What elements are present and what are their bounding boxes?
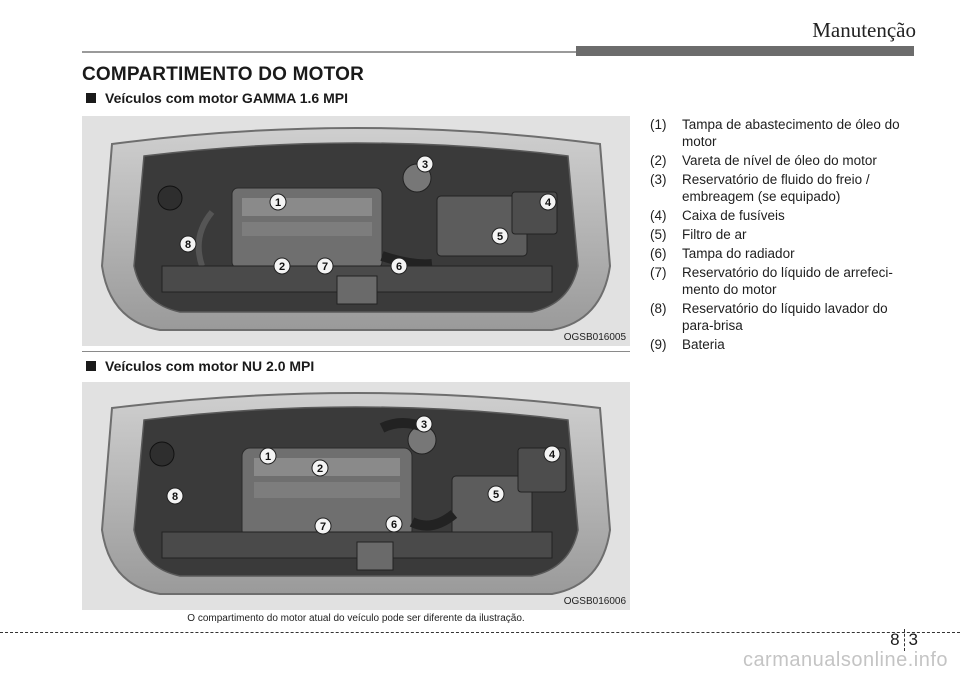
callout-badge-5: 5 (487, 485, 505, 503)
legend-item: (3)Reservatório de fluido do freio / emb… (650, 172, 870, 204)
figure-caption: O compartimento do motor atual do veícul… (187, 613, 525, 624)
callout-circle (491, 227, 509, 245)
callout-circle (273, 257, 291, 275)
figure-1-subtitle: Veículos com motor GAMMA 1.6 MPI (86, 90, 348, 106)
callout-badge-8: 8 (166, 487, 184, 505)
page-number: 8 3 (890, 629, 918, 651)
callout-badge-7: 7 (316, 257, 334, 275)
component-legend: (1)Tampa de abastecimento de óleo do mot… (650, 116, 920, 355)
header-rule (82, 51, 914, 53)
callout-label: 7 (322, 261, 328, 273)
callout-badge-2: 2 (311, 459, 329, 477)
callout-circle (316, 257, 334, 275)
legend-item: (7)Reservatório do líquido de arrefeci-m… (650, 265, 893, 297)
callout-circle (487, 485, 505, 503)
callout-badge-3: 3 (415, 415, 433, 433)
section-title: COMPARTIMENTO DO MOTOR (82, 64, 365, 85)
callout-circle (390, 257, 408, 275)
callout-badge-4: 4 (539, 193, 557, 211)
watermark: carmanualsonline.info (742, 649, 948, 671)
callout-badge-2: 2 (273, 257, 291, 275)
callout-label: 1 (265, 451, 271, 463)
legend-item: (5)Filtro de ar (650, 227, 747, 242)
figure-divider (82, 351, 630, 352)
legend-item: (4)Caixa de fusíveis (650, 208, 785, 223)
callout-circle (539, 193, 557, 211)
header-bar (576, 46, 914, 56)
callout-label: 7 (320, 521, 326, 533)
engine-figure-2: 1 2 3 4 5 6 7 8 OGSB016006 (82, 382, 630, 610)
page-number-value: 3 (908, 630, 918, 649)
figure-2-subtitle: Veículos com motor NU 2.0 MPI (86, 358, 314, 374)
callout-circle (314, 517, 332, 535)
callout-label: 5 (497, 231, 503, 243)
figure-1-subtitle-text: Veículos com motor GAMMA 1.6 MPI (105, 90, 348, 106)
chapter-title: Manutenção (812, 18, 916, 42)
callout-label: 2 (279, 261, 285, 273)
callout-circle (385, 515, 403, 533)
callout-badge-1: 1 (259, 447, 277, 465)
callout-label: 2 (317, 463, 323, 475)
callout-label: 1 (275, 197, 281, 209)
callout-label: 8 (185, 239, 191, 251)
callout-label: 3 (421, 419, 427, 431)
figure-2-subtitle-text: Veículos com motor NU 2.0 MPI (105, 358, 315, 374)
callout-label: 8 (172, 491, 178, 503)
callout-label: 5 (493, 489, 499, 501)
callout-label: 6 (391, 519, 397, 531)
footer-dashed-line (0, 632, 960, 633)
callout-circle (269, 193, 287, 211)
callout-badge-4: 4 (543, 445, 561, 463)
legend-item: (6)Tampa do radiador (650, 246, 795, 261)
callout-circle (543, 445, 561, 463)
callout-circle (179, 235, 197, 253)
callout-badge-1: 1 (269, 193, 287, 211)
engine-illustration-2: 1 2 3 4 5 6 7 8 (82, 382, 630, 610)
callout-label: 3 (422, 159, 428, 171)
callout-circle (259, 447, 277, 465)
chapter-number: 8 (890, 630, 900, 649)
engine-illustration-1: 1 2 3 4 5 6 7 8 (82, 116, 630, 346)
callout-circle (311, 459, 329, 477)
callout-label: 6 (396, 261, 402, 273)
legend-item: (8)Reservatório do líquido lavador do pa… (650, 301, 888, 333)
figure-2-code: OGSB016006 (563, 596, 626, 607)
legend-item: (2)Vareta de nível de óleo do motor (650, 153, 877, 168)
engine-figure-1: 1 2 3 4 5 6 7 8 OGSB016005 (82, 116, 630, 346)
page-number-separator (903, 629, 905, 651)
bullet-square-icon (86, 361, 96, 371)
callout-label: 4 (549, 449, 556, 461)
callout-badge-6: 6 (385, 515, 403, 533)
callout-badge-6: 6 (390, 257, 408, 275)
callout-badge-7: 7 (314, 517, 332, 535)
callout-circle (415, 415, 433, 433)
callout-circle (166, 487, 184, 505)
callout-label: 4 (545, 197, 552, 209)
figure-1-code: OGSB016005 (563, 332, 626, 343)
callout-badge-5: 5 (491, 227, 509, 245)
legend-item: (9)Bateria (650, 337, 725, 352)
legend-item: (1)Tampa de abastecimento de óleo do mot… (650, 117, 900, 149)
callout-circle (416, 155, 434, 173)
bullet-square-icon (86, 93, 96, 103)
callout-badge-8: 8 (179, 235, 197, 253)
callout-badge-3: 3 (416, 155, 434, 173)
